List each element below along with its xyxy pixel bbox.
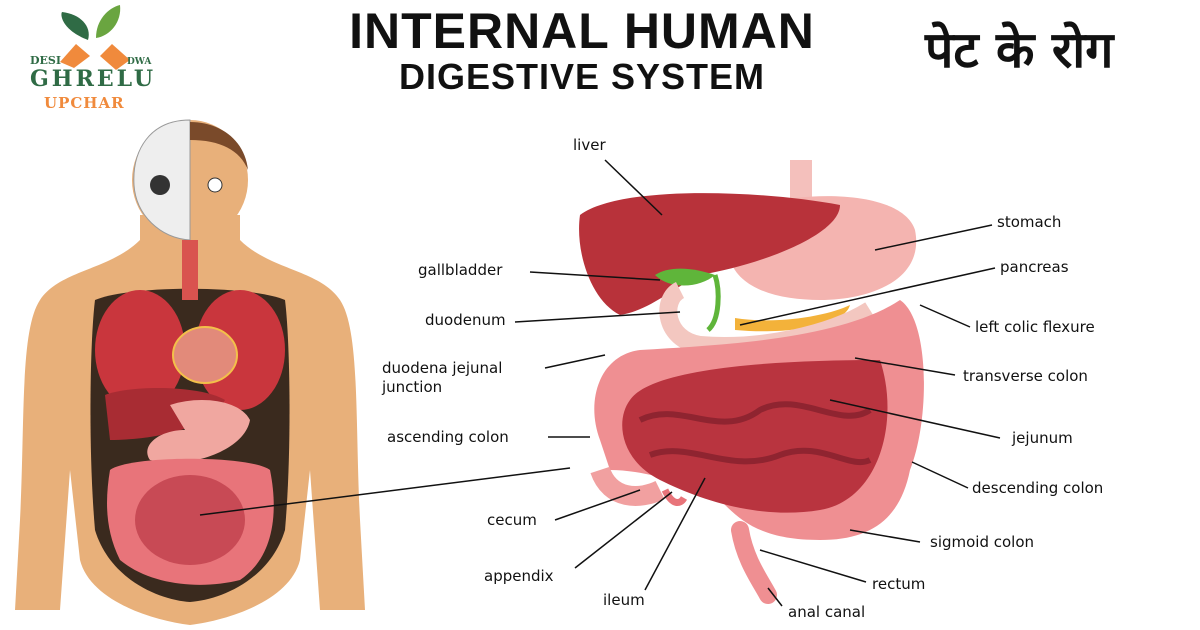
label-liver: liver: [573, 136, 606, 154]
label-ileum: ileum: [603, 591, 645, 609]
title-line-1: INTERNAL HUMAN: [349, 3, 815, 59]
label-jejunum: jejunum: [1012, 429, 1073, 447]
logo-dwa: DWA: [127, 57, 152, 67]
logo-ghrelu: GHRELU: [30, 66, 157, 92]
label-ascending-colon: ascending colon: [387, 428, 509, 446]
label-duodenum: duodenum: [425, 311, 506, 329]
label-appendix: appendix: [484, 567, 554, 585]
label-pancreas: pancreas: [1000, 258, 1069, 276]
hindi-title: पेट के रोग: [925, 21, 1114, 79]
label-sigmoid-colon: sigmoid colon: [930, 533, 1035, 551]
digestive-organs: [579, 160, 924, 604]
label-dj-junction-1: duodena jejunal: [382, 359, 503, 377]
label-left-colic-flexure: left colic flexure: [975, 318, 1095, 336]
label-dj-junction-2: junction: [382, 378, 443, 396]
label-transverse-colon: transverse colon: [963, 367, 1088, 385]
logo-leaves-icon: [60, 5, 130, 70]
label-rectum: rectum: [872, 575, 926, 593]
label-anal-canal: anal canal: [788, 603, 866, 621]
label-descending-colon: descending colon: [972, 479, 1104, 497]
leader-lines: [199, 159, 1001, 607]
logo-desi: DESI: [30, 54, 62, 67]
label-stomach: stomach: [997, 213, 1062, 231]
label-cecum: cecum: [487, 511, 537, 529]
label-gallbladder: gallbladder: [418, 261, 503, 279]
logo-upchar: UPCHAR: [44, 94, 125, 112]
title-line-2: DIGESTIVE SYSTEM: [398, 56, 766, 97]
human-body-figure: [15, 119, 365, 625]
